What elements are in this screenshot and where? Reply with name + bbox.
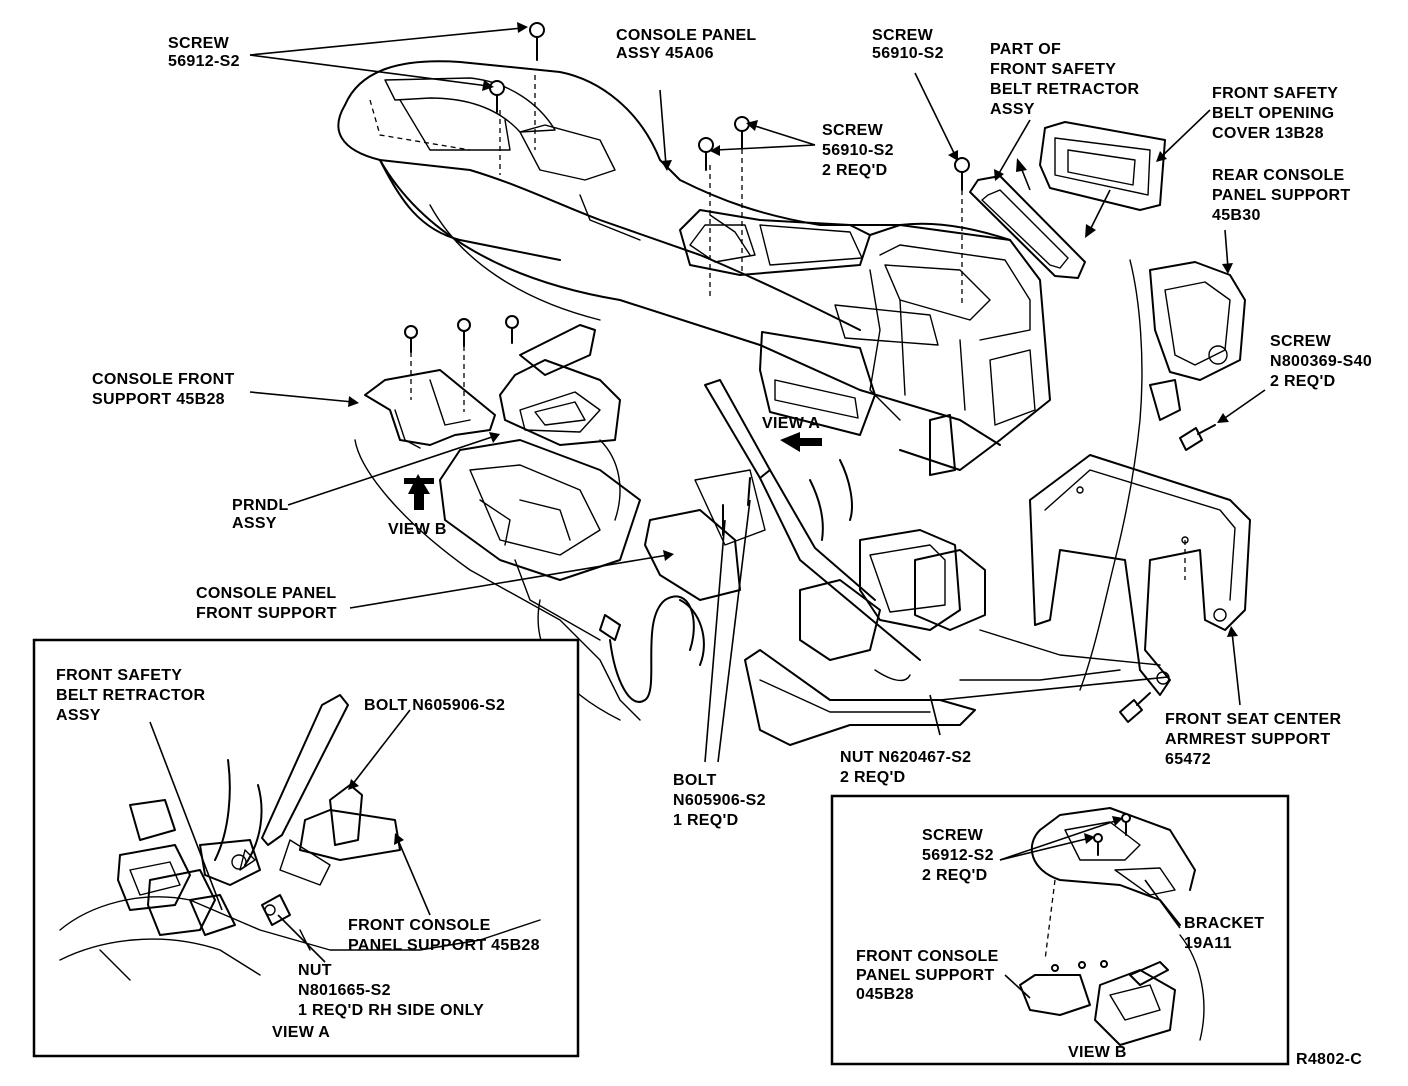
label-rear-console-support: REAR CONSOLE PANEL SUPPORT 45B30 <box>1212 167 1355 224</box>
inset-view-a: FRONT SAFETY BELT RETRACTOR ASSY BOLT N6… <box>32 638 580 1058</box>
floor-outline <box>354 439 1161 721</box>
label-bolt-n605906: BOLT N605906-S2 1 REQ'D <box>673 772 771 829</box>
inset-a-label-bolt: BOLT N605906-S2 <box>364 697 505 714</box>
label-part-of-retractor: PART OF FRONT SAFETY BELT RETRACTOR ASSY <box>990 41 1144 118</box>
rear-supports <box>1029 259 1251 696</box>
inset-b-label-front-console-support: FRONT CONSOLE PANEL SUPPORT 045B28 <box>856 948 1003 1003</box>
label-screw-56912: SCREW 56912-S2 <box>168 35 240 70</box>
label-screw-n800369: SCREW N800369-S40 2 REQ'D <box>1270 333 1377 390</box>
label-screw-56910-2req: SCREW 56910-S2 2 REQ'D <box>822 122 899 179</box>
label-screw-56910-top: SCREW 56910-S2 <box>872 27 944 62</box>
screw-56910-b <box>734 116 750 149</box>
view-a-arrow-icon <box>780 432 822 452</box>
view-arrows <box>404 432 822 510</box>
screws-front-support <box>404 315 519 353</box>
inset-a-frame <box>32 638 580 1058</box>
main-labels: SCREW 56912-S2 CONSOLE PANEL ASSY 45A06 … <box>92 27 1377 829</box>
label-console-front-support: CONSOLE FRONT SUPPORT 45B28 <box>92 371 239 408</box>
label-nut-n620467: NUT N620467-S2 2 REQ'D <box>840 749 976 786</box>
figure-id: R4802-C <box>1296 1051 1362 1068</box>
label-armrest-support: FRONT SEAT CENTER ARMREST SUPPORT 65472 <box>1165 711 1346 768</box>
inset-b-label-screw: SCREW 56912-S2 2 REQ'D <box>922 827 999 884</box>
screw-56912-a <box>529 22 545 61</box>
screw-56910-a <box>698 137 714 171</box>
parking-brake-retractor <box>599 379 986 746</box>
inset-b-label-bracket: BRACKET 19A11 <box>1184 915 1269 952</box>
screw-56910-c <box>954 157 970 191</box>
inset-a-label-front-console-support: FRONT CONSOLE PANEL SUPPORT 45B28 <box>348 917 540 954</box>
label-view-b-arrow: VIEW B <box>388 521 447 538</box>
label-prndl-assy: PRNDL ASSY <box>232 497 293 532</box>
label-view-a-arrow: VIEW A <box>762 415 820 432</box>
inset-a-title: VIEW A <box>272 1024 330 1041</box>
screw-n800369 <box>1179 424 1216 451</box>
inset-a-label-nut: NUT N801665-S2 1 REQ'D RH SIDE ONLY <box>298 962 484 1019</box>
screw-armrest <box>1119 692 1151 723</box>
screw-56912-b <box>489 80 505 113</box>
console-panel-assembly <box>337 60 1166 471</box>
inset-b-title: VIEW B <box>1068 1044 1127 1061</box>
front-support-and-shifter <box>364 324 766 641</box>
inset-b-frame <box>830 794 1290 1066</box>
label-belt-opening-cover: FRONT SAFETY BELT OPENING COVER 13B28 <box>1212 85 1343 142</box>
label-console-panel-assy: CONSOLE PANEL ASSY 45A06 <box>616 27 761 62</box>
inset-view-b: SCREW 56912-S2 2 REQ'D BRACKET 19A11 FRO… <box>830 794 1290 1066</box>
label-console-panel-front-support: CONSOLE PANEL FRONT SUPPORT <box>196 585 341 622</box>
inset-a-label-retractor: FRONT SAFETY BELT RETRACTOR ASSY <box>56 667 210 724</box>
leader-lines <box>249 22 1266 763</box>
